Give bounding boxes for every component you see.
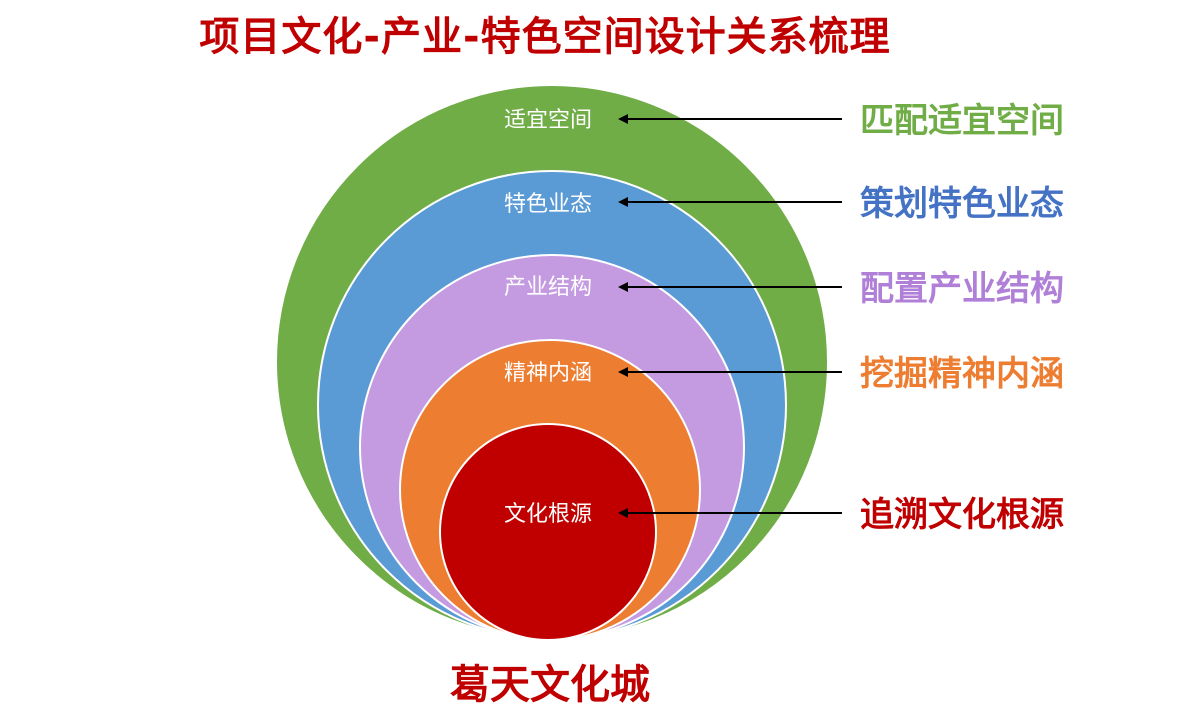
inner-label-spirit: 精神内涵: [504, 361, 592, 386]
side-label-spirit: 挖掘精神内涵: [860, 354, 1064, 394]
circle-culture: [439, 423, 657, 641]
side-label-industry: 配置产业结构: [860, 269, 1064, 309]
page-title: 项目文化-产业-特色空间设计关系梳理: [199, 14, 891, 60]
inner-label-space: 适宜空间: [504, 108, 592, 133]
inner-label-business: 特色业态: [504, 192, 592, 217]
side-label-space: 匹配适宜空间: [860, 101, 1064, 141]
inner-label-culture: 文化根源: [504, 502, 592, 527]
side-label-culture: 追溯文化根源: [860, 495, 1064, 535]
side-label-business: 策划特色业态: [860, 184, 1064, 224]
project-name: 葛天文化城: [450, 662, 650, 708]
inner-label-industry: 产业结构: [504, 275, 592, 300]
